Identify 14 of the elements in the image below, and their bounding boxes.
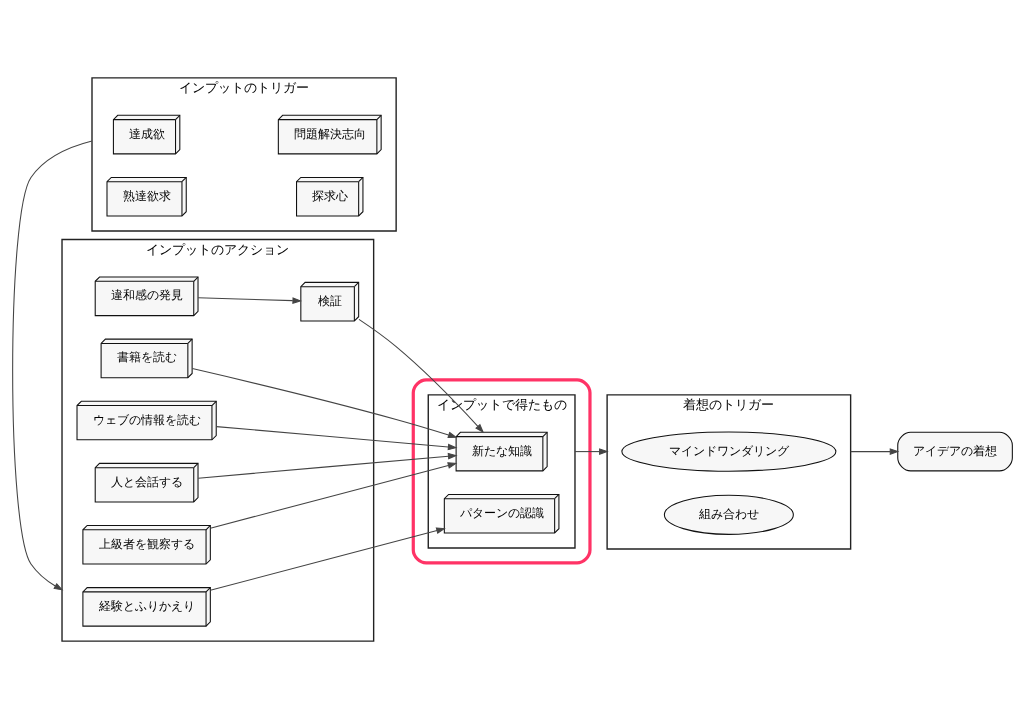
- arrow: [358, 318, 485, 434]
- node-box: アイデアの着想: [897, 431, 1013, 472]
- arrow: [197, 452, 458, 479]
- node-ellipse: 組み合わせ: [663, 494, 794, 535]
- arrow: [209, 527, 446, 591]
- arrow: [209, 462, 458, 529]
- arrow: [850, 448, 900, 455]
- arrow: [574, 448, 609, 455]
- arrow: [197, 297, 303, 304]
- node-ellipse: マインドワンダリング: [621, 431, 837, 472]
- cluster: [411, 378, 592, 565]
- arrow: [191, 368, 458, 439]
- arrow: [12, 140, 93, 591]
- arrow: [216, 426, 458, 451]
